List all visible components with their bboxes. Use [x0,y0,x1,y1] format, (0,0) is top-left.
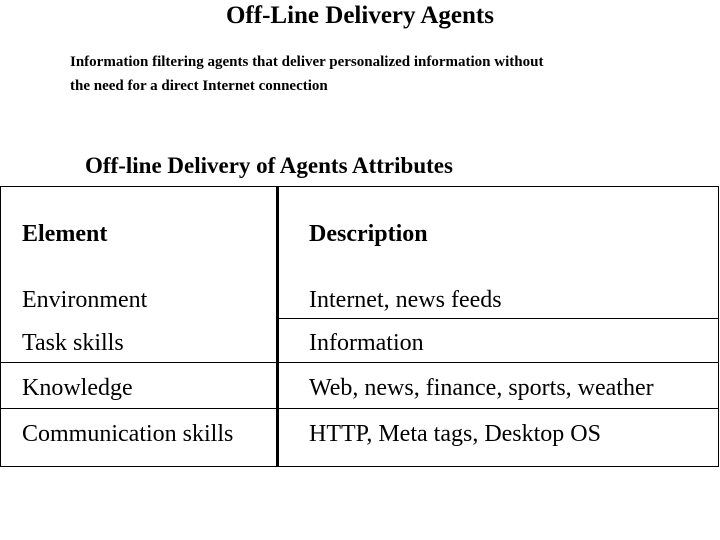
row-knowledge-element: Knowledge [22,375,133,401]
page-title: Off-Line Delivery Agents [225,2,494,29]
row-communication-description: HTTP, Meta tags, Desktop OS [309,421,601,447]
row-divider [1,362,718,363]
row-task-skills-description: Information [309,330,424,356]
row-communication-element: Communication skills [22,421,234,447]
row-environment-description: Internet, news feeds [309,287,502,313]
intro-text: Information filtering agents that delive… [70,50,670,98]
attributes-table: Element Description Environment Internet… [0,186,719,467]
header-description: Description [309,221,428,247]
column-divider [276,187,279,466]
row-task-skills-element: Task skills [22,330,124,356]
row-divider [1,408,718,409]
header-element: Element [22,221,108,247]
intro-line-2: the need for a direct Internet connectio… [70,78,328,94]
table-title: Off-line Delivery of Agents Attributes [85,153,453,178]
row-knowledge-description: Web, news, finance, sports, weather [309,375,654,401]
intro-line-1: Information filtering agents that delive… [70,54,544,70]
row-divider [278,318,718,319]
row-environment-element: Environment [22,287,148,313]
